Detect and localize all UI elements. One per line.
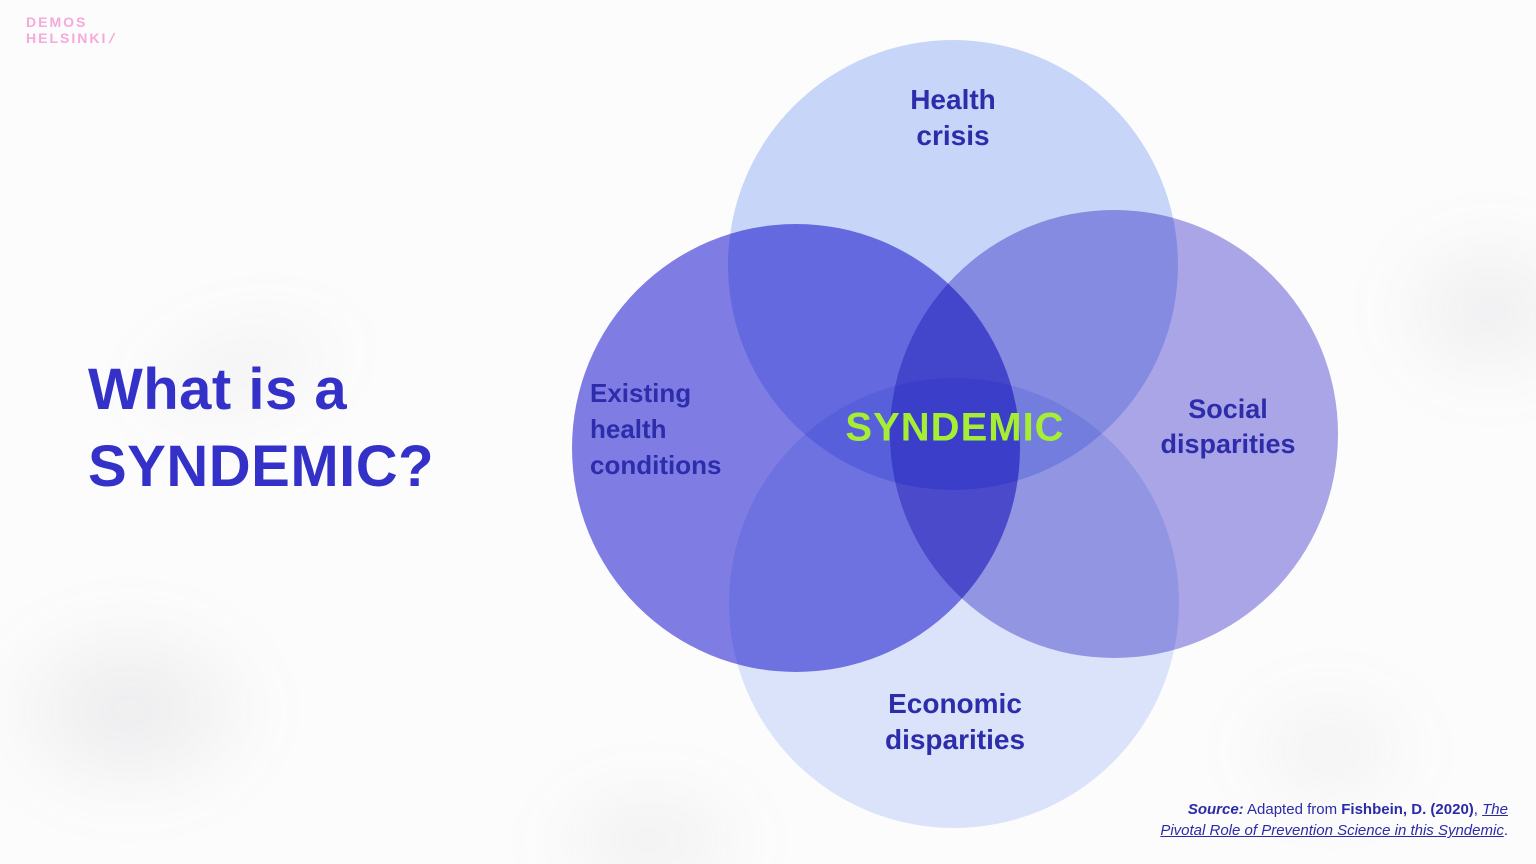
demos-helsinki-logo: DEMOS HELSINKI/ xyxy=(26,14,119,47)
page-title: What is a SYNDEMIC? xyxy=(88,357,435,499)
label-economic-disparities: Economic disparities xyxy=(884,688,1026,756)
label-health-crisis: Health crisis xyxy=(910,84,996,152)
source-work-link[interactable]: The Pivotal Role of Prevention Science i… xyxy=(1160,800,1508,840)
source-label: Source: xyxy=(1187,800,1244,818)
label-existing-health-conditions: Existing health conditions xyxy=(590,378,722,480)
source-citation: Source: Adapted from Fishbein, D. (2020)… xyxy=(1143,799,1508,843)
source-separator: , xyxy=(1473,800,1483,818)
label-social-disparities: Social disparities xyxy=(1160,394,1296,460)
source-suffix: . xyxy=(1503,822,1508,840)
logo-line-1: DEMOS xyxy=(26,14,116,30)
circle-economic-disparities xyxy=(729,378,1179,828)
source-author: Fishbein, D. (2020) xyxy=(1341,800,1474,818)
source-prefix: Adapted from xyxy=(1243,800,1342,818)
logo-line-2: HELSINKI/ xyxy=(26,30,119,47)
logo-text-helsinki: HELSINKI xyxy=(26,30,108,47)
logo-text-demos: DEMOS xyxy=(26,14,88,30)
syndemic-center-label: SYNDEMIC xyxy=(845,405,1065,450)
